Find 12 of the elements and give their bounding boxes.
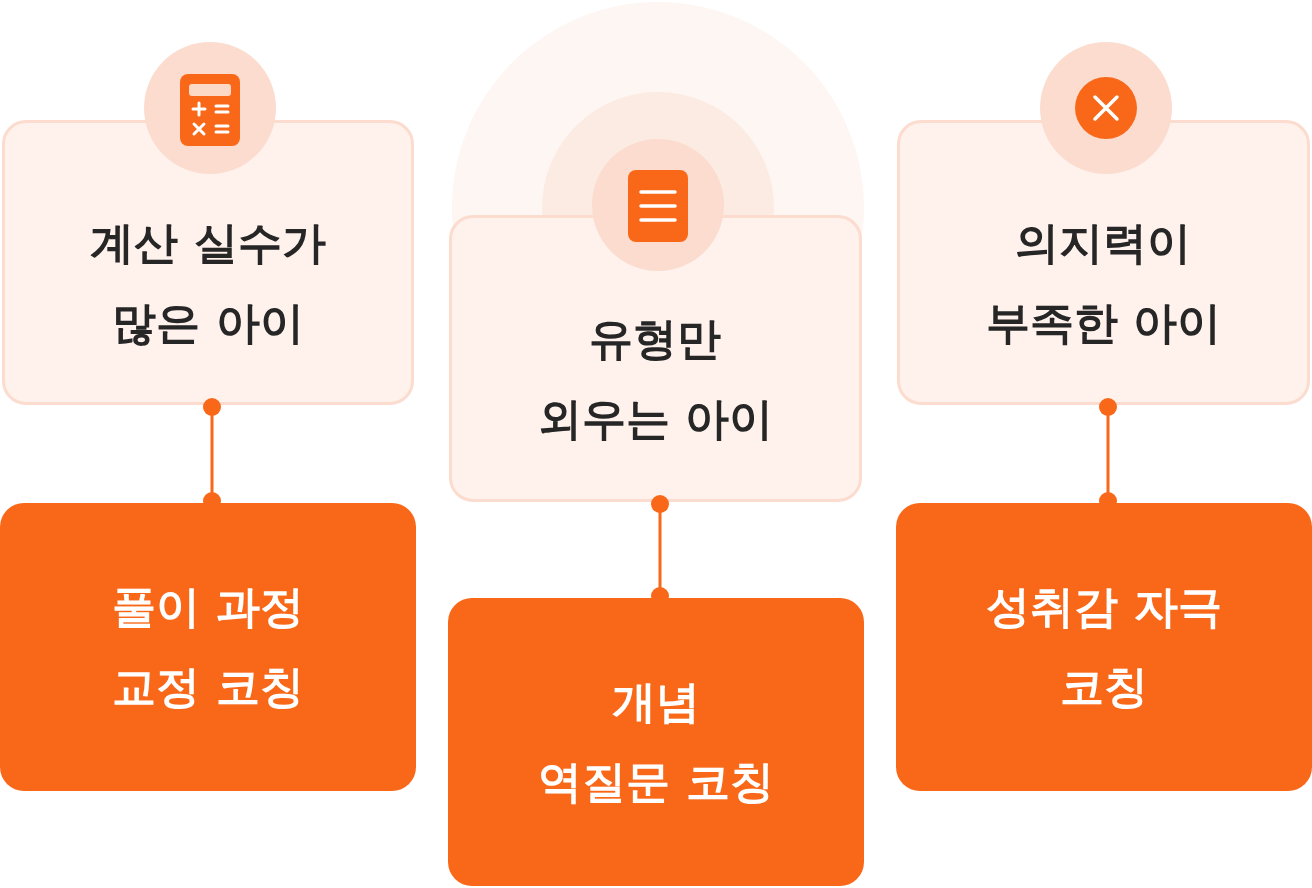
card-text: 성취감 자극 코칭 [986,580,1222,714]
card-text: 유형만 외우는 아이 [537,311,774,446]
card-text: 개념 역질문 코칭 [538,675,774,809]
card-text: 풀이 과정 교정 코칭 [112,580,304,714]
card [2,120,414,405]
card [449,215,862,502]
card [897,120,1310,405]
coaching-box [896,503,1312,791]
card-text: 계산 실수가 많은 아이 [90,215,326,350]
coaching-box [0,503,416,791]
coaching-box [448,598,864,886]
card-text: 의지력이 부족한 아이 [985,215,1222,350]
